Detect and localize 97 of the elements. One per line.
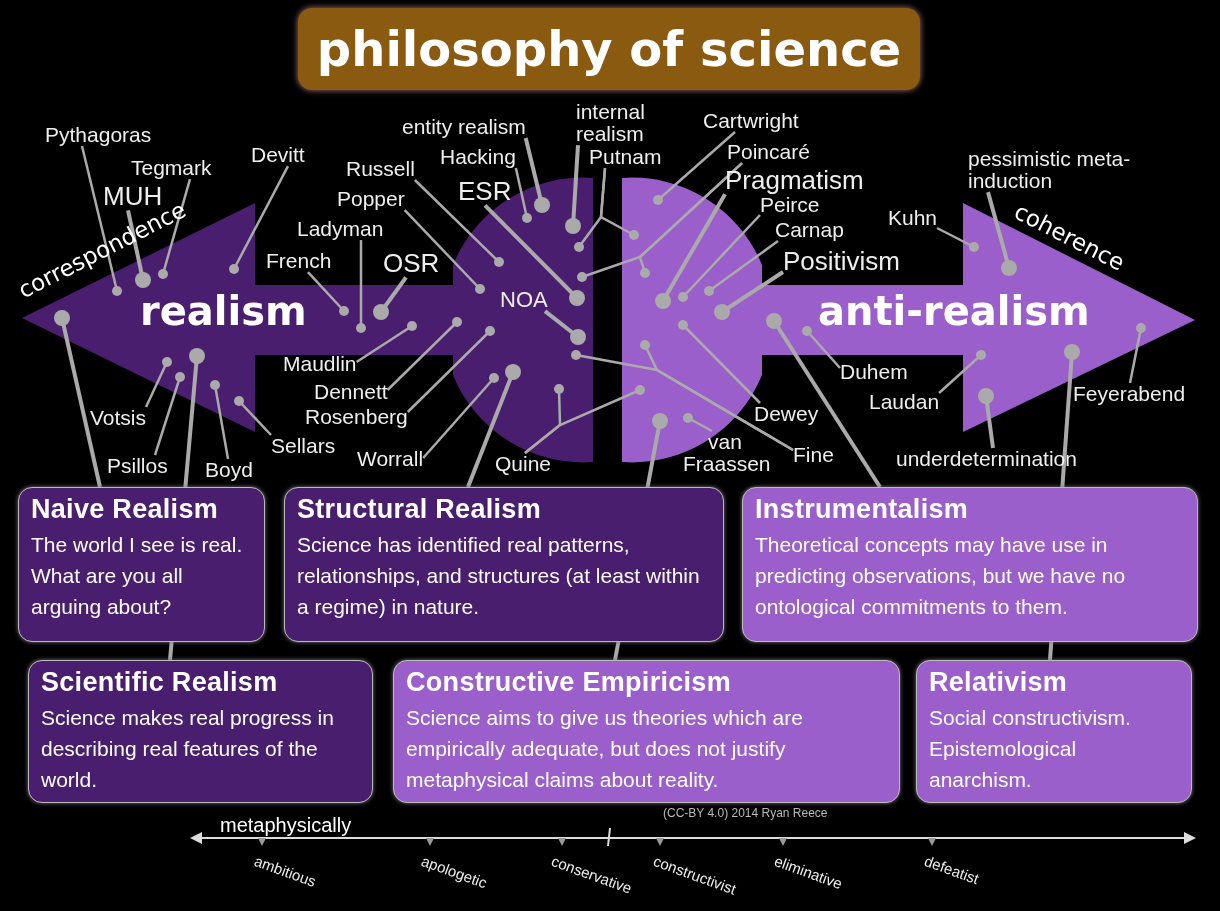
leader-line: [1128, 323, 1146, 384]
leader-line: [599, 167, 639, 240]
name-label: Dewey: [754, 403, 819, 426]
name-label: Russell: [346, 158, 415, 181]
name-label: Cartwright: [703, 110, 799, 133]
leader-line: [523, 137, 550, 213]
concept-box: [28, 660, 373, 803]
name-label: Votsis: [90, 407, 147, 430]
name-label: Duhem: [840, 361, 908, 384]
name-label: Maudlin: [283, 353, 357, 376]
name-label: Sellars: [271, 435, 336, 458]
name-label: Feyerabend: [1073, 383, 1186, 406]
leader-line: [386, 317, 462, 391]
leader-line: [653, 131, 736, 205]
leader-line: [144, 357, 172, 408]
box-description: Social constructivism. Epistemological anarchism.: [929, 705, 1132, 793]
name-label: Kuhn: [888, 207, 938, 230]
leader-line: [678, 320, 761, 404]
concept-box: [284, 487, 724, 642]
name-label: Fine: [793, 444, 834, 467]
name-label: Positivism: [783, 248, 900, 276]
name-label: Boyd: [205, 459, 253, 482]
box-heading: Relativism: [929, 667, 1069, 698]
concept-box: [916, 660, 1192, 803]
box-heading: Scientific Realism: [41, 667, 279, 698]
leader-line: [714, 270, 785, 320]
name-label: pessimistic meta-induction: [968, 148, 1168, 193]
box-heading: Constructive Empiricism: [406, 667, 732, 698]
leader-line: [414, 179, 504, 267]
name-label: Pythagoras: [45, 124, 152, 147]
leader-line: [986, 191, 1017, 276]
box-description: Science makes real progress in describing real features of the world.: [41, 705, 335, 793]
title-text: philosophy of science: [316, 21, 902, 77]
name-label: Quine: [495, 453, 552, 476]
leader-line: [766, 313, 882, 489]
leader-line: [704, 240, 779, 296]
leader-line: [638, 162, 743, 278]
box-description: Theoretical concepts may have use in predicting observations, but we have no ontological commitments to them.: [755, 532, 1127, 620]
leader-line: [356, 240, 366, 333]
leader-line: [514, 167, 532, 223]
name-label: Psillos: [107, 455, 168, 478]
name-label: Devitt: [251, 144, 305, 167]
leader-line: [54, 310, 102, 488]
name-label: Tegmark: [131, 157, 212, 180]
leader-line: [936, 226, 979, 252]
arrow-label: anti-realism: [818, 291, 1090, 331]
leader-line: [483, 203, 585, 306]
name-label: NOA: [500, 288, 548, 312]
name-label: Rosenberg: [305, 406, 408, 429]
name-label: Putnam: [589, 146, 662, 169]
name-label: Popper: [337, 188, 405, 211]
leader-line: [229, 165, 290, 274]
name-label: internal realism: [576, 101, 668, 146]
box-heading: Instrumentalism: [755, 494, 970, 525]
name-label: Laudan: [869, 391, 940, 414]
leader-line: [158, 178, 192, 279]
name-label: ESR: [458, 178, 512, 206]
name-label: Worrall: [357, 448, 424, 471]
leader-line: [978, 388, 995, 449]
leader-line: [565, 144, 581, 234]
name-label: Pragmatism: [725, 167, 864, 195]
concept-box: [18, 487, 265, 642]
name-label: Poincaré: [727, 141, 810, 164]
leader-line: [153, 372, 185, 456]
leader-line: [938, 350, 986, 394]
box-description: Science aims to give us theories which are empirically adequate, but does not justify metaphysical claims about reality.: [406, 705, 804, 793]
box-heading: Naive Realism: [31, 494, 219, 525]
leader-line: [422, 373, 499, 459]
leader-line: [406, 326, 495, 413]
name-label: French: [266, 250, 332, 273]
leader-line: [466, 364, 521, 488]
concept-box: [393, 660, 900, 803]
name-label: Ladyman: [297, 218, 384, 241]
leader-line: [126, 209, 151, 288]
leader-line: [210, 380, 230, 460]
box-description: Science has identified real patterns, relationships, and structures (at least within a regime) in nature.: [297, 532, 701, 620]
concept-box: [742, 487, 1198, 642]
name-label: MUH: [103, 183, 163, 211]
box-heading: Structural Realism: [297, 494, 542, 525]
leader-line: [678, 214, 761, 302]
name-label: Dennett: [314, 381, 388, 404]
leader-line: [683, 413, 713, 433]
axis-title: metaphysically: [220, 814, 352, 837]
leader-line: [234, 396, 272, 436]
name-label: OSR: [383, 250, 440, 278]
leader-line: [655, 193, 727, 309]
name-label: Hacking: [440, 146, 516, 169]
leader-line: [640, 340, 794, 452]
name-label: entity realism: [402, 116, 526, 139]
leader-line: [524, 385, 645, 454]
leader-line: [80, 145, 122, 296]
name-label: Carnap: [775, 219, 844, 242]
leader-line: [403, 209, 485, 294]
name-label: van Fraassen: [683, 431, 767, 476]
name-label: Peirce: [760, 194, 820, 217]
leader-line: [543, 309, 586, 345]
box-description: The world I see is real. What are you all arguing about?: [31, 532, 244, 620]
